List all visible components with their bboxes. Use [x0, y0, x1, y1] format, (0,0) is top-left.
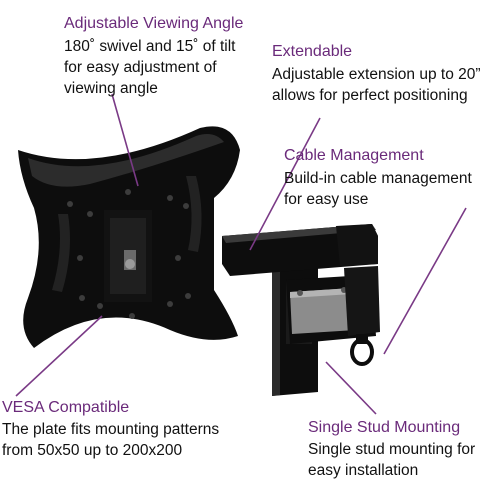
- callout-single-stud-mounting: Single Stud Mounting Single stud mountin…: [308, 418, 475, 481]
- leader-lines: [15, 93, 467, 415]
- callout-title: Single Stud Mounting: [308, 419, 461, 436]
- callout-line: for easy adjustment of: [64, 59, 217, 76]
- callout-extendable: Extendable Adjustable extension up to 20…: [272, 42, 481, 106]
- leader-line-cable-management: [383, 207, 467, 355]
- leader-line-vesa: [15, 315, 103, 397]
- callout-title: Adjustable Viewing Angle: [64, 15, 244, 32]
- callout-line: Adjustable extension up to 20”: [272, 66, 481, 83]
- callout-vesa-compatible: VESA Compatible The plate fits mounting …: [2, 398, 219, 461]
- callout-line: 180˚ swivel and 15˚ of tilt: [64, 38, 236, 55]
- callout-line: easy installation: [308, 462, 419, 479]
- leader-line-single-stud: [325, 361, 377, 415]
- vesa-plate: [18, 126, 240, 348]
- callout-title: VESA Compatible: [2, 399, 130, 416]
- callout-cable-management: Cable Management Build-in cable manageme…: [284, 146, 472, 210]
- callout-line: from 50x50 up to 200x200: [2, 442, 183, 459]
- swing-arm: [222, 224, 378, 276]
- callout-title: Extendable: [272, 43, 353, 60]
- cable-clip: [350, 334, 374, 366]
- leader-line-extendable: [249, 117, 321, 251]
- callout-line: The plate fits mounting patterns: [2, 421, 220, 438]
- callout-line: Single stud mounting for: [308, 441, 476, 458]
- callout-line: for easy use: [284, 191, 369, 208]
- callout-line: allows for perfect positioning: [272, 87, 468, 104]
- leader-line-viewing-angle: [111, 93, 139, 187]
- pivot-joint: [286, 266, 380, 344]
- callout-title: Cable Management: [284, 147, 424, 164]
- callout-line: Build-in cable management: [284, 170, 472, 187]
- callout-viewing-angle: Adjustable Viewing Angle 180˚ swivel and…: [64, 14, 243, 99]
- callout-line: viewing angle: [64, 80, 158, 97]
